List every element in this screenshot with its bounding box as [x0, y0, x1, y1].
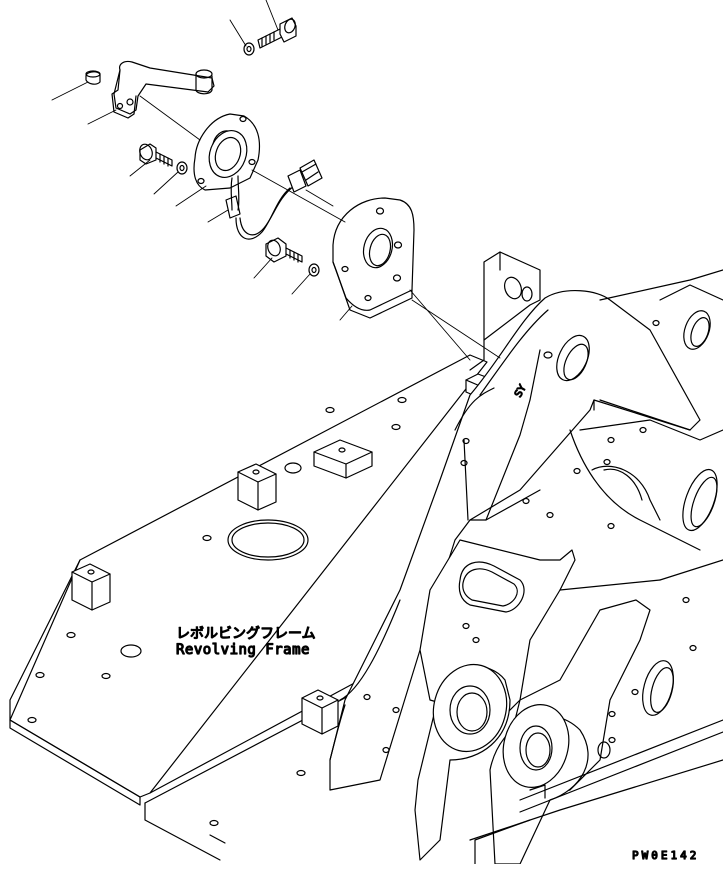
mount-block-1	[71, 563, 111, 611]
frame-label-japanese: レボルビングフレーム	[176, 626, 316, 642]
bolt-top	[257, 17, 297, 49]
drawing-code: PW0E142	[632, 849, 699, 862]
frame-side-plate	[329, 290, 701, 791]
washer-right	[308, 263, 320, 277]
wire-connector	[287, 159, 323, 193]
swing-sensor-unit	[193, 113, 261, 219]
sensor-mount-plate	[332, 197, 415, 319]
washer-top	[243, 42, 255, 56]
mount-block-2	[237, 463, 277, 511]
assembly-lines	[139, 95, 501, 361]
plate-holes	[27, 396, 407, 827]
frame-bottom-right	[469, 559, 723, 865]
boom-foot-pin-right	[489, 703, 589, 865]
washer-left	[176, 161, 188, 175]
sensor-wire-harness	[235, 185, 295, 240]
bolt-left	[139, 143, 173, 167]
mount-block-3	[313, 439, 373, 479]
frame-right-body	[522, 269, 723, 652]
frame-label-english: Revolving Frame	[176, 642, 310, 658]
boom-bracket-left	[469, 251, 541, 371]
sensor-cover-bracket	[111, 60, 215, 119]
bolt-right	[265, 237, 303, 263]
boom-foot-pin-left	[414, 663, 511, 861]
leader-lines	[51, 0, 353, 321]
mount-block-4	[301, 689, 339, 735]
